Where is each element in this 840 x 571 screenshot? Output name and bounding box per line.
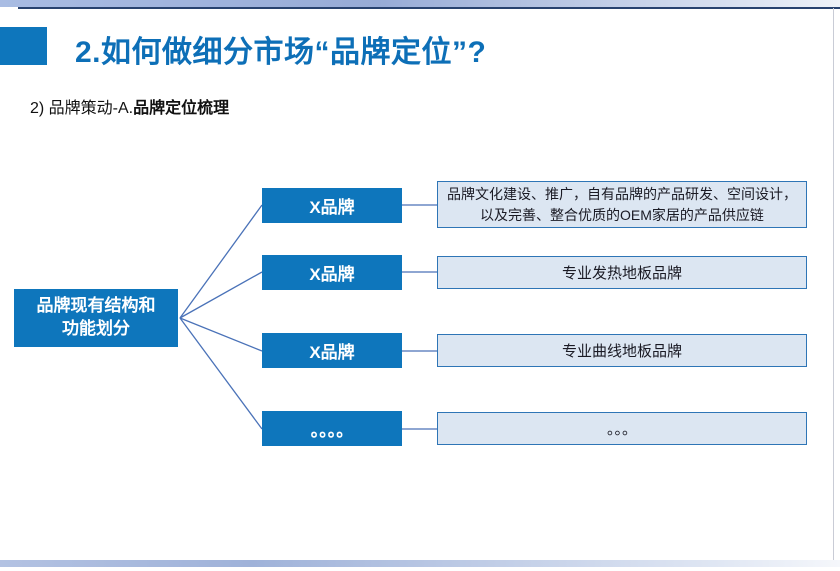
subtitle: 2) 品牌策动-A.品牌定位梳理 xyxy=(30,94,229,118)
top-decor-line xyxy=(18,7,840,9)
brand-node-4: 。。。。 xyxy=(262,411,402,446)
brand-node-1: X品牌 xyxy=(262,188,402,223)
bottom-decor-bar xyxy=(0,560,840,567)
title-accent-square xyxy=(0,27,47,65)
description-node-1: 品牌文化建设、推广，自有品牌的产品研发、空间设计， 以及完善、整合优质的OEM家… xyxy=(437,181,807,228)
description-node-3: 专业曲线地板品牌 xyxy=(437,334,807,367)
root-node: 品牌现有结构和 功能划分 xyxy=(14,289,178,347)
brand-node-3: X品牌 xyxy=(262,333,402,368)
subtitle-prefix: 2) 品牌策动-A. xyxy=(30,100,134,117)
top-decor-bar xyxy=(0,0,840,7)
brand-node-2: X品牌 xyxy=(262,255,402,290)
page-title: 2.如何做细分市场“品牌定位”? xyxy=(75,36,487,69)
fan-line-3 xyxy=(179,317,263,352)
slide-right-edge xyxy=(833,8,834,562)
description-node-4: 。。。 xyxy=(437,412,807,445)
fan-line-1 xyxy=(179,204,263,319)
subtitle-bold-part: 品牌定位梳理 xyxy=(133,100,230,117)
fan-line-4 xyxy=(179,317,263,430)
description-node-2: 专业发热地板品牌 xyxy=(437,256,807,289)
fan-line-2 xyxy=(179,271,263,319)
